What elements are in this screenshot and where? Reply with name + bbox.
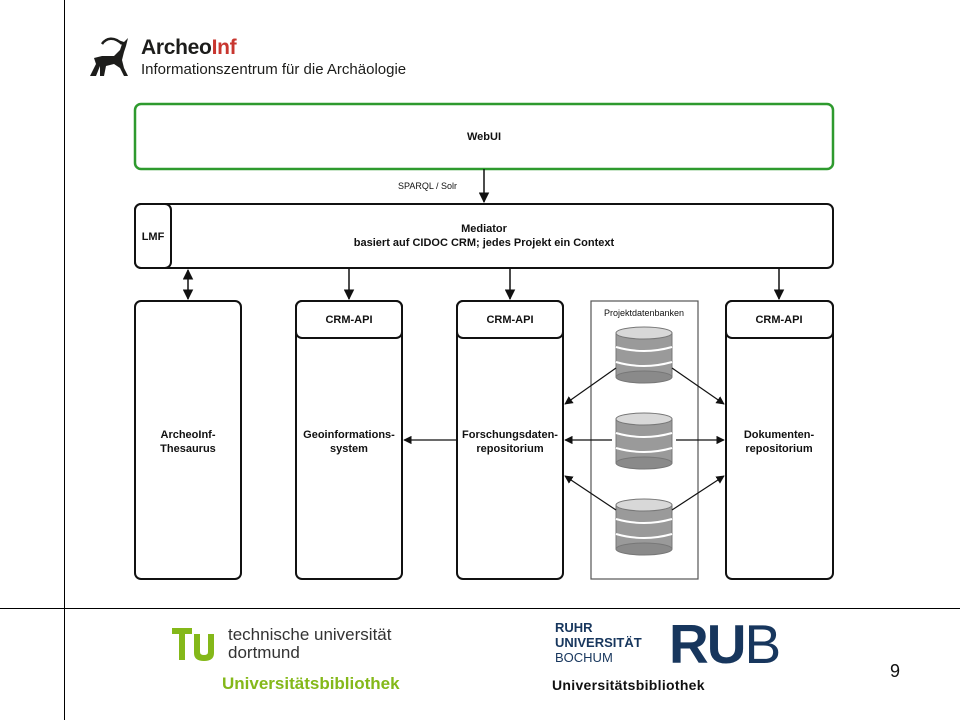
page-number: 9 bbox=[890, 661, 901, 681]
webui-label: WebUI bbox=[467, 131, 501, 143]
arrow-db3-forsch bbox=[564, 475, 617, 511]
dok-crm-api-box bbox=[725, 300, 834, 339]
thesaurus-label-line1: ArcheoInf- bbox=[161, 429, 216, 441]
database-icon bbox=[615, 326, 673, 384]
ruhr-uni-wordmark: RUHR UNIVERSITÄT BOCHUM bbox=[555, 620, 642, 665]
logo-title-main: Archeo bbox=[141, 36, 212, 59]
ibex-logo-icon bbox=[90, 37, 128, 76]
archeoinf-logo-title: ArcheoInf bbox=[141, 36, 237, 60]
rub-letter-b: B bbox=[744, 613, 781, 675]
tu-dortmund-wordmark: technische universität dortmund bbox=[228, 626, 391, 662]
lmf-label: LMF bbox=[142, 231, 165, 243]
tu-line1: technische universität bbox=[228, 625, 392, 644]
mediator-box bbox=[134, 203, 834, 269]
arrow-db1-forsch bbox=[564, 367, 617, 405]
dok-label-line2: repositorium bbox=[745, 443, 812, 455]
database-icon bbox=[615, 412, 673, 470]
rub-letters: RU bbox=[669, 613, 746, 675]
projektdatenbanken-label: Projektdatenbanken bbox=[604, 308, 684, 318]
forsch-label-line1: Forschungsdaten- bbox=[462, 429, 558, 441]
dok-label-line1: Dokumenten- bbox=[744, 429, 815, 441]
ruhr-line2: UNIVERSITÄT bbox=[555, 635, 642, 650]
geo-crm-api-box bbox=[295, 300, 403, 339]
tu-line2: dortmund bbox=[228, 643, 300, 662]
rub-logo: RUB bbox=[669, 613, 781, 675]
thesaurus-label-line2: Thesaurus bbox=[160, 443, 216, 455]
forsch-label-line2: repositorium bbox=[476, 443, 543, 455]
architecture-diagram: WebUI SPARQL / Solr LMF Mediator basiert… bbox=[133, 102, 835, 580]
database-icon bbox=[615, 498, 673, 556]
forsch-crm-api-label: CRM-API bbox=[486, 314, 533, 326]
geo-label-line2: system bbox=[330, 443, 368, 455]
forsch-crm-api-box bbox=[456, 300, 564, 339]
geo-crm-api-label: CRM-API bbox=[325, 314, 372, 326]
logo-subtitle: Informationszentrum für die Archäologie bbox=[141, 61, 407, 78]
mediator-subtitle: basiert auf CIDOC CRM; jedes Projekt ein… bbox=[354, 237, 615, 249]
protocol-label: SPARQL / Solr bbox=[398, 181, 457, 191]
arrow-db3-dok bbox=[671, 475, 725, 511]
geo-label-line1: Geoinformations- bbox=[303, 429, 395, 441]
mediator-title: Mediator bbox=[461, 223, 508, 235]
rub-library-label: Universitätsbibliothek bbox=[552, 677, 705, 693]
logo-title-accent: Inf bbox=[211, 36, 237, 59]
lmf-box bbox=[134, 203, 172, 269]
dok-crm-api-label: CRM-API bbox=[755, 314, 802, 326]
ruhr-line1: RUHR bbox=[555, 620, 593, 635]
thesaurus-box bbox=[134, 300, 242, 580]
footer-horizontal-rule bbox=[0, 608, 960, 609]
arrow-db1-dok bbox=[671, 367, 725, 405]
left-vertical-rule bbox=[64, 0, 65, 720]
tu-library-label: Universitätsbibliothek bbox=[222, 674, 400, 693]
ruhr-line3: BOCHUM bbox=[555, 650, 613, 665]
tu-dortmund-logo-icon bbox=[172, 628, 214, 661]
